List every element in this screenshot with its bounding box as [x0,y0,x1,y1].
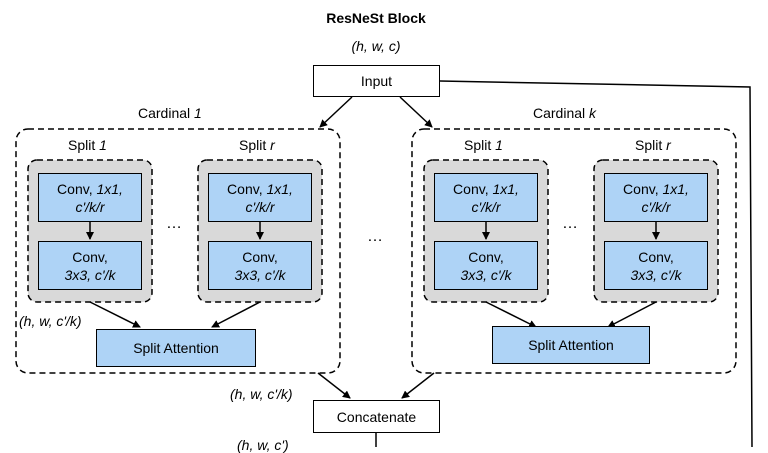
split-1-title: Split 1 [464,137,503,153]
arrow-split-to-attention [89,301,141,328]
input-box: Input [313,65,440,97]
splits-ellipsis: … [166,215,182,232]
arrow-cardinal-k-to-concat [401,372,435,399]
arrow-split-to-attention [211,301,261,328]
conv-1x1-box: Conv, 1x1,c'/k/r [434,173,538,222]
splits-ellipsis: … [562,215,578,232]
cardinals-ellipsis: … [367,228,383,245]
conv-3x3-box: Conv,3x3, c'/k [38,241,142,290]
concat-output-shape-label: (h, w, c') [237,437,289,453]
split-output-shape-label: (h, w, c'/k) [19,313,82,329]
cardinal-k-group [411,128,737,374]
cardinal-output-shape-label: (h, w, c'/k) [230,386,293,402]
split-1-title: Split 1 [68,137,107,153]
conv-1x1-box: Conv, 1x1,c'/k/r [604,173,708,222]
residual-connection-line [439,80,753,447]
arrow-input-to-cardinal-1 [319,96,353,128]
split-r-title: Split r [635,137,671,153]
conv-3x3-box: Conv,3x3, c'/k [434,241,538,290]
conv-3x3-box: Conv,3x3, c'/k [604,241,708,290]
conv-1x1-box: Conv, 1x1,c'/k/r [208,173,312,222]
arrow-split-to-attention [485,301,537,328]
arrow-input-to-cardinal-k [399,96,433,128]
conv-3x3-box: Conv,3x3, c'/k [208,241,312,290]
arrow-cardinal-1-to-concat [317,372,351,399]
split-r-title: Split r [239,137,275,153]
split-attention-box: Split Attention [492,326,650,364]
diagram-title: ResNeSt Block [326,10,426,26]
conv-1x1-box: Conv, 1x1,c'/k/r [38,173,142,222]
input-shape-label: (h, w, c) [351,38,401,54]
split-attention-box: Split Attention [96,329,256,367]
cardinal-k-title: Cardinal k [533,105,597,121]
input-label: Input [360,73,393,89]
cardinal-1-title: Cardinal 1 [138,105,202,121]
arrow-split-to-attention [607,301,657,328]
concatenate-box: Concatenate [313,400,440,433]
cardinal-1-group [15,128,341,374]
